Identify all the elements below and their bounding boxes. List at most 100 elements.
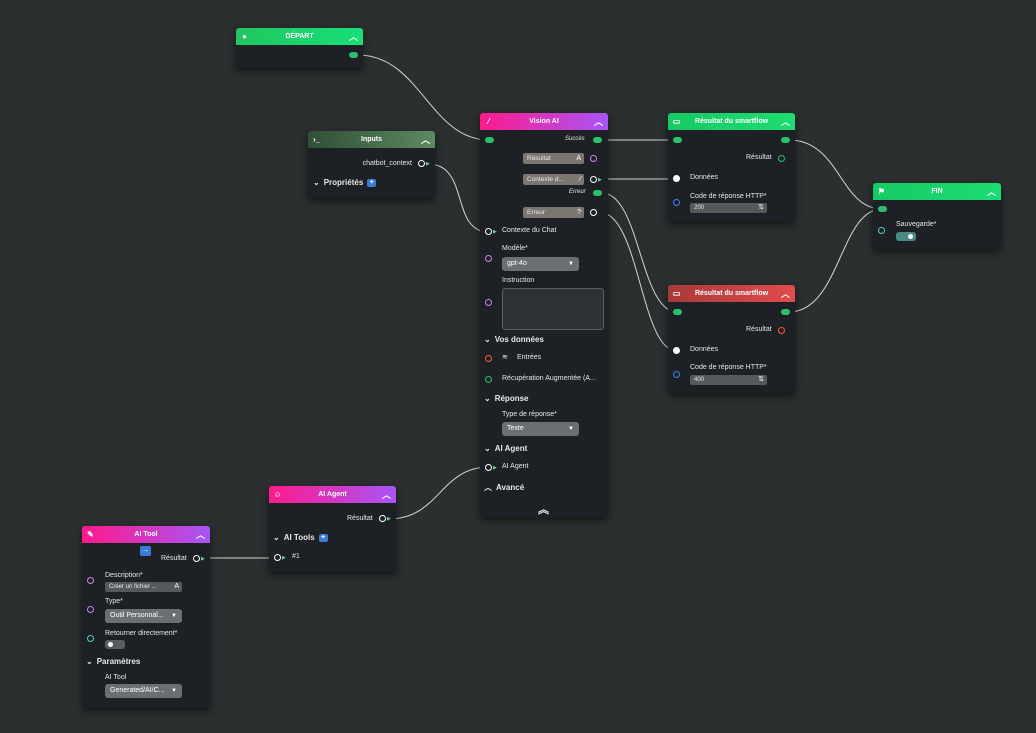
input-port[interactable] [673,137,682,143]
chevron-up-icon[interactable]: ︿ [420,135,430,145]
input-port[interactable] [878,206,887,212]
arrow-icon: ▶ [201,556,205,562]
result-port[interactable] [193,555,200,562]
collapse-all-icon[interactable]: ︽ [538,504,549,516]
add-icon[interactable]: + [367,178,377,187]
caret-down-icon: ▼ [171,613,177,619]
node-agent-header[interactable]: ☺ AI Agent ︿ [269,486,396,503]
http-port[interactable] [673,371,680,378]
type-port[interactable] [87,606,94,613]
instruction-textarea[interactable] [502,288,604,330]
error-port[interactable] [593,190,602,196]
node-vision-header[interactable]: ⁄ Vision AI ︿ [480,113,608,130]
input-port[interactable] [485,137,494,143]
node-fin[interactable]: ⚑ FIN ︿ Sauvegarde* [873,183,1001,249]
description-input[interactable]: Créer un fichier ... A [105,582,182,592]
node-title: Résultat du smartflow [694,290,769,297]
context-port[interactable] [590,176,597,183]
description-port[interactable] [87,577,94,584]
node-fin-header[interactable]: ⚑ FIN ︿ [873,183,1001,200]
output-port[interactable] [349,52,358,58]
input-port[interactable] [673,309,682,315]
chevron-up-icon[interactable]: ︿ [780,117,790,127]
param-select[interactable]: Generated/AI/C... ▼ [105,684,182,698]
chevron-up-icon[interactable]: ︿ [780,289,790,299]
node-vision-ai[interactable]: ⁄ Vision AI ︿ Succès Résultat A Contexte… [480,113,608,517]
node-result-ok-header[interactable]: ▭ Résultat du smartflow ︿ [668,113,795,130]
output-port[interactable] [418,160,425,167]
param-label: AI Tool [105,674,127,681]
return-port[interactable] [87,635,94,642]
type-label: Type* [105,598,123,605]
result-port[interactable] [590,155,597,162]
caret-down-icon: ▼ [568,261,574,267]
section-proprietes[interactable]: ⌄Propriétés+ [313,178,377,187]
model-select[interactable]: gpt-4o ▼ [502,257,579,271]
http-label: Code de réponse HTTP* [690,193,767,200]
save-toggle[interactable] [896,232,916,241]
keyboard-icon: ▭ [672,117,681,126]
chevron-up-icon[interactable]: ︿ [593,117,603,127]
caret-down-icon: ▼ [568,426,574,432]
node-depart-header[interactable]: ● DÉPART ︿ [236,28,363,45]
result-chip[interactable]: Résultat A [523,153,584,164]
return-toggle[interactable] [105,640,125,649]
wire-errchip-errdata [598,211,678,352]
context-chip[interactable]: Contexte d... ⁄ [523,174,584,185]
http-input[interactable]: 200 ⇅ [690,203,767,213]
toggle-knob [108,642,113,647]
layers-icon: ≋ [502,354,508,361]
error-chip[interactable]: Erreur ? [523,207,584,218]
chevron-up-icon[interactable]: ︿ [348,32,358,42]
instruction-port[interactable] [485,299,492,306]
play-circle-icon: ● [242,32,247,41]
section-ai-agent[interactable]: ⌄AI Agent [484,444,528,453]
login-icon[interactable]: → [140,546,151,556]
http-input[interactable]: 400 ⇅ [690,375,767,385]
agent-port[interactable] [485,464,492,471]
tool-port[interactable] [274,554,281,561]
response-type-select[interactable]: Texte ▼ [502,422,579,436]
chevron-down-icon: ⌄ [313,178,320,187]
section-avance[interactable]: ︿Avancé [484,483,525,492]
save-port[interactable] [878,227,885,234]
http-port[interactable] [673,199,680,206]
rag-port[interactable] [485,376,492,383]
result-port[interactable] [778,327,785,334]
model-port[interactable] [485,255,492,262]
node-inputs[interactable]: ›_ Inputs ︿ chatbot_context ▶ ⌄Propriété… [308,131,435,198]
section-vos-donnees[interactable]: ⌄Vos données [484,335,544,344]
node-result-err[interactable]: ▭ Résultat du smartflow ︿ Résultat Donné… [668,285,795,393]
result-port[interactable] [379,515,386,522]
node-tool-header[interactable]: ✎ AI Tool ︿ [82,526,210,543]
chat-context-port[interactable] [485,228,492,235]
node-ai-agent[interactable]: ☺ AI Agent ︿ Résultat ▶ ⌄AI Tools+ ▶ #1 [269,486,396,572]
output-port[interactable] [781,137,790,143]
chevron-up-icon[interactable]: ︿ [986,187,996,197]
node-result-err-header[interactable]: ▭ Résultat du smartflow ︿ [668,285,795,302]
entries-port[interactable] [485,355,492,362]
section-ai-tools[interactable]: ⌄AI Tools+ [273,533,328,542]
chevron-up-icon[interactable]: ︿ [195,530,205,540]
arrow-icon: ▶ [493,465,497,471]
node-ai-tool[interactable]: ✎ AI Tool ︿ → Résultat ▶ Description* Cr… [82,526,210,708]
error-chip-port[interactable] [590,209,597,216]
output-port[interactable] [781,309,790,315]
type-select[interactable]: Outil Personnal... ▼ [105,609,182,623]
chevron-down-icon: ⌄ [273,533,280,542]
node-inputs-header[interactable]: ›_ Inputs ︿ [308,131,435,148]
chevron-down-icon: ⌄ [484,394,491,403]
section-reponse[interactable]: ⌄Réponse [484,394,529,403]
node-result-ok[interactable]: ▭ Résultat du smartflow ︿ Résultat Donné… [668,113,795,221]
node-depart[interactable]: ● DÉPART ︿ [236,28,363,68]
tool-item-label: #1 [292,553,300,560]
save-label: Sauvegarde* [896,221,937,228]
data-port[interactable] [673,175,680,182]
success-port[interactable] [593,137,602,143]
data-port[interactable] [673,347,680,354]
add-icon[interactable]: + [318,533,328,542]
result-port[interactable] [778,155,785,162]
wand-icon: ⁄ [579,176,581,183]
section-parametres[interactable]: ⌄Paramètres [86,657,141,666]
chevron-up-icon[interactable]: ︿ [381,490,391,500]
